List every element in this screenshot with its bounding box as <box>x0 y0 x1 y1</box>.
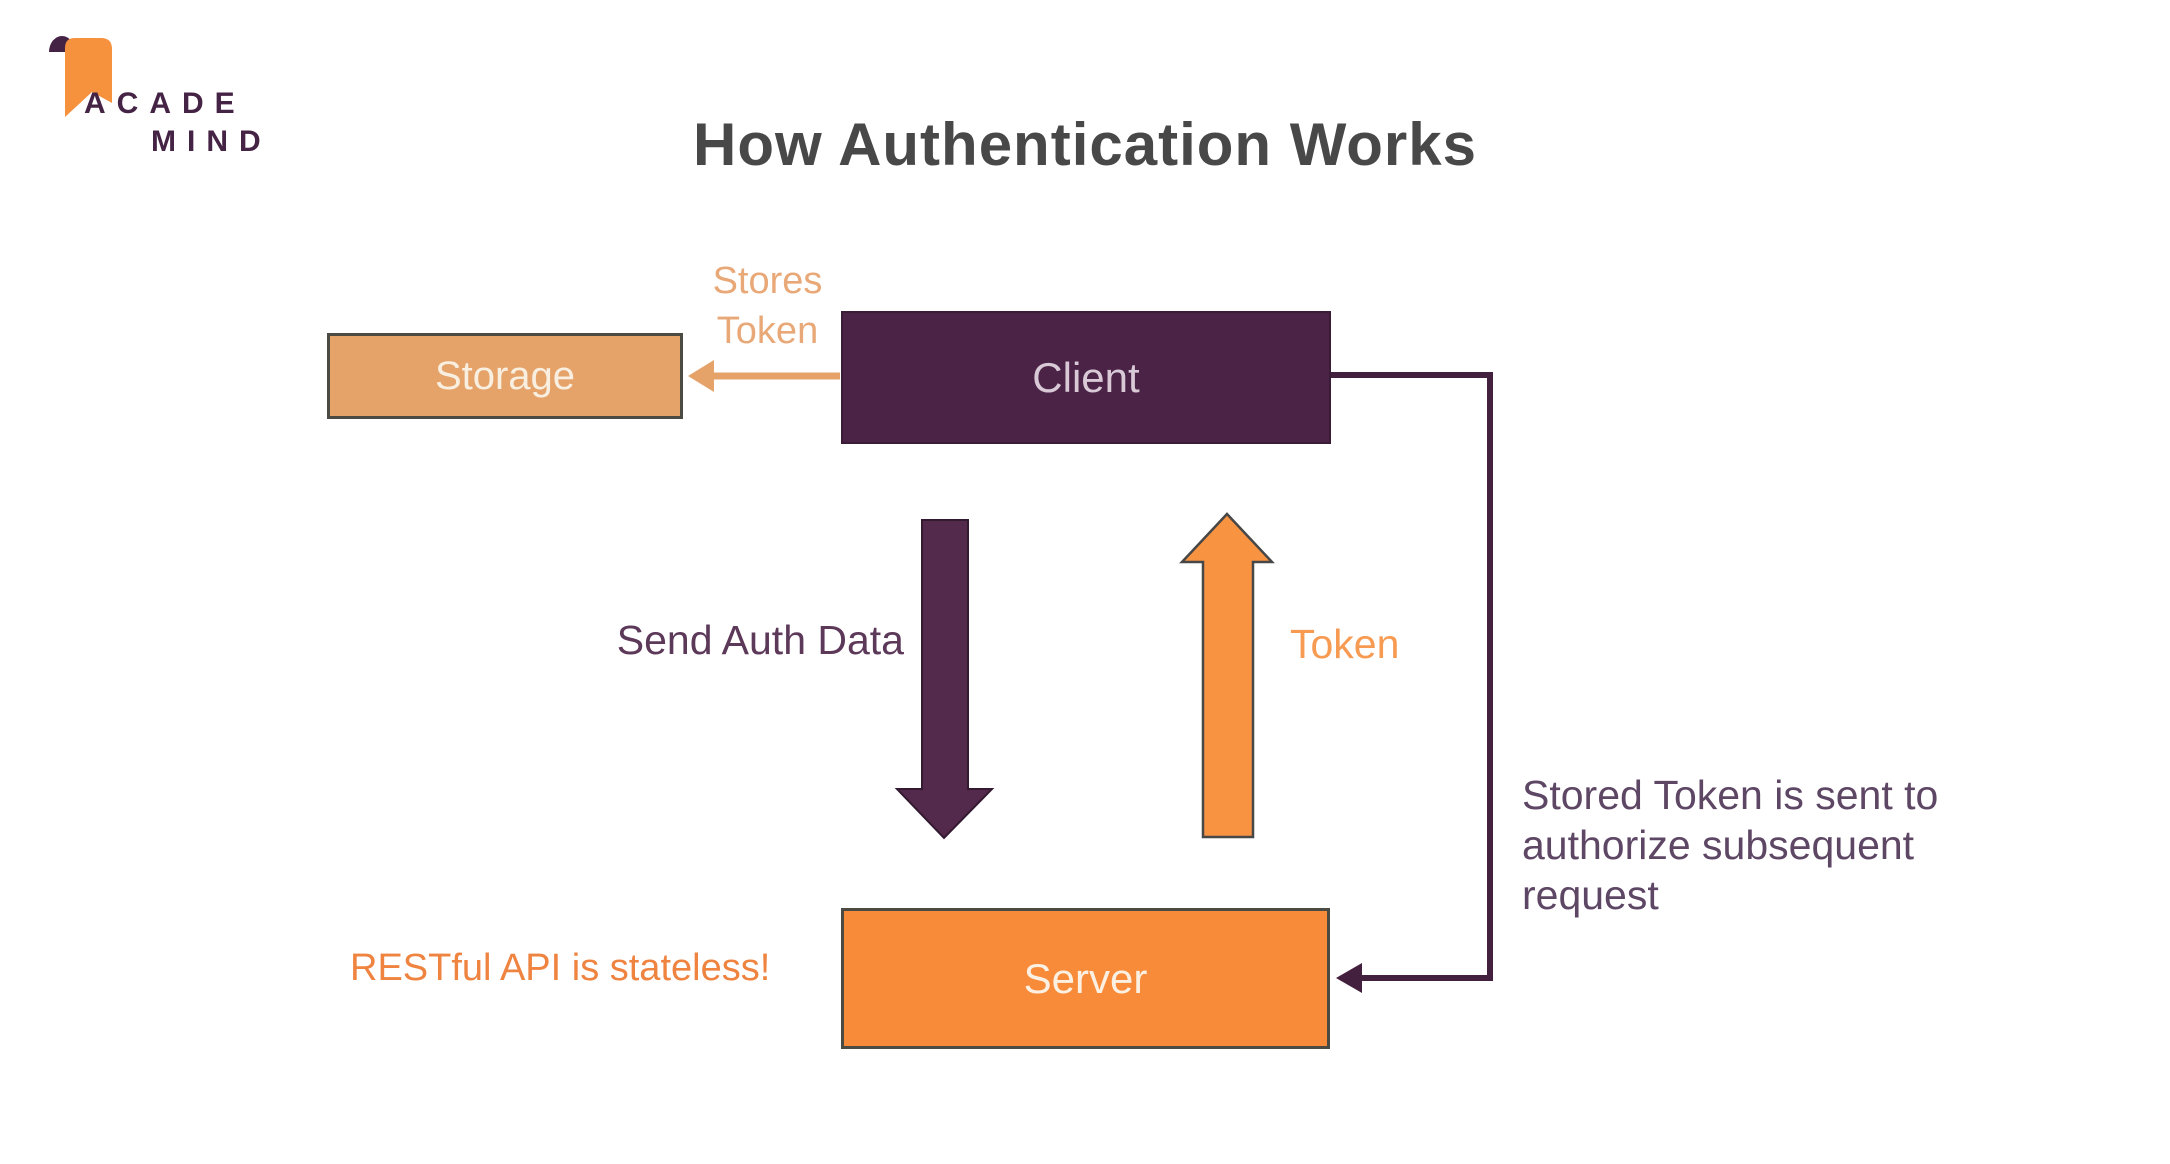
stored-token-note: Stored Token is sent to authorize subseq… <box>1522 772 1939 918</box>
server-node-label: Server <box>1023 954 1148 1002</box>
restful-stateless-note: RESTful API is stateless! <box>350 947 771 989</box>
send-auth-arrow <box>894 519 995 840</box>
server-node: Server <box>841 908 1330 1049</box>
ribbon-icon <box>49 36 112 117</box>
stores-token-label: Stores Token <box>712 260 823 352</box>
logo-word-mind: MIND <box>151 125 272 158</box>
storage-node-label: Storage <box>434 353 576 398</box>
send-auth-data-label: Send Auth Data <box>616 617 904 663</box>
page-title: How Authentication Works <box>692 111 1478 178</box>
token-up-arrow <box>1179 512 1275 839</box>
store-token-arrow <box>688 360 840 392</box>
storage-node: Storage <box>327 333 683 419</box>
academind-logo: ACADE MIND <box>45 18 285 168</box>
token-label: Token <box>1290 621 1400 667</box>
client-node: Client <box>841 311 1331 444</box>
stored-token-connector <box>1331 372 1493 993</box>
client-node-label: Client <box>1032 353 1140 401</box>
logo-word-acade: ACADE <box>84 87 246 120</box>
